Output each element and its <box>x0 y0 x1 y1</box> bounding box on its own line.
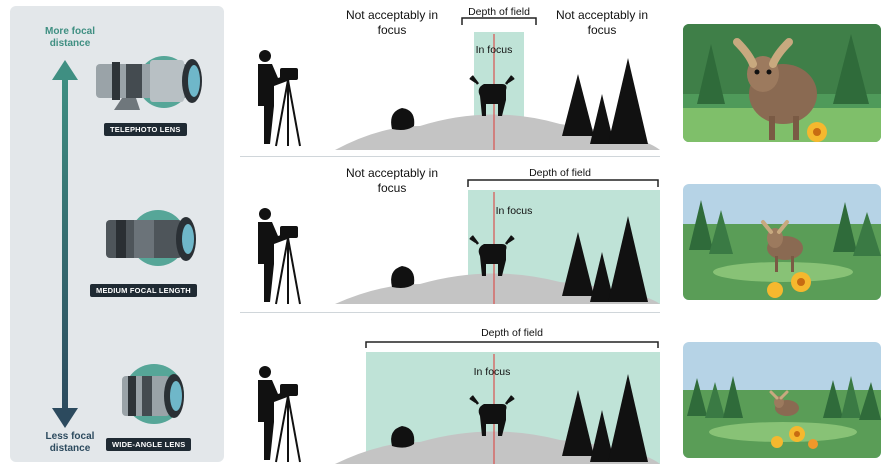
panel-divider <box>240 156 660 157</box>
shrub <box>391 266 414 288</box>
photographer-silhouette <box>258 366 300 462</box>
in-focus-label: In focus <box>464 44 524 56</box>
more-focal-distance-label: More focal distance <box>25 26 115 50</box>
wide-angle-lens-label: WIDE-ANGLE LENS <box>106 438 191 451</box>
shrub <box>391 108 414 130</box>
not-in-focus-left-label: Not acceptably in focus <box>332 166 452 196</box>
in-focus-label: In focus <box>484 205 544 217</box>
wide-angle-lens-icon <box>114 358 194 434</box>
lens-sidebar: More focal distance TELEPHOTO LENS MEDIU… <box>10 6 224 462</box>
panel-divider <box>240 312 660 313</box>
in-focus-label: In focus <box>462 366 522 378</box>
photographer-silhouette <box>258 208 300 304</box>
not-in-focus-left-label: Not acceptably in focus <box>332 8 452 38</box>
medium-lens-icon <box>102 206 202 276</box>
dof-label: Depth of field <box>454 6 544 18</box>
less-focal-distance-label: Less focal distance <box>25 431 115 455</box>
wide-angle-dof-panel: Depth of field In focus <box>240 316 660 466</box>
not-in-focus-right-label: Not acceptably in focus <box>542 8 662 38</box>
dof-label: Depth of field <box>510 167 610 179</box>
telephoto-lens-label: TELEPHOTO LENS <box>104 123 187 136</box>
photographer-silhouette <box>258 50 300 146</box>
dof-label: Depth of field <box>462 327 562 339</box>
telephoto-dof-panel: Not acceptably in focus Not acceptably i… <box>240 4 660 154</box>
pine-tree <box>562 58 648 144</box>
focal-distance-arrow <box>50 60 80 430</box>
telephoto-lens-icon <box>92 48 210 116</box>
medium-dof-panel: Not acceptably in focus Depth of field I… <box>240 160 660 310</box>
medium-moose-illustration <box>683 184 881 300</box>
telephoto-moose-illustration <box>683 24 881 142</box>
wide-angle-moose-illustration <box>683 342 881 458</box>
medium-lens-label: MEDIUM FOCAL LENGTH <box>90 284 197 297</box>
